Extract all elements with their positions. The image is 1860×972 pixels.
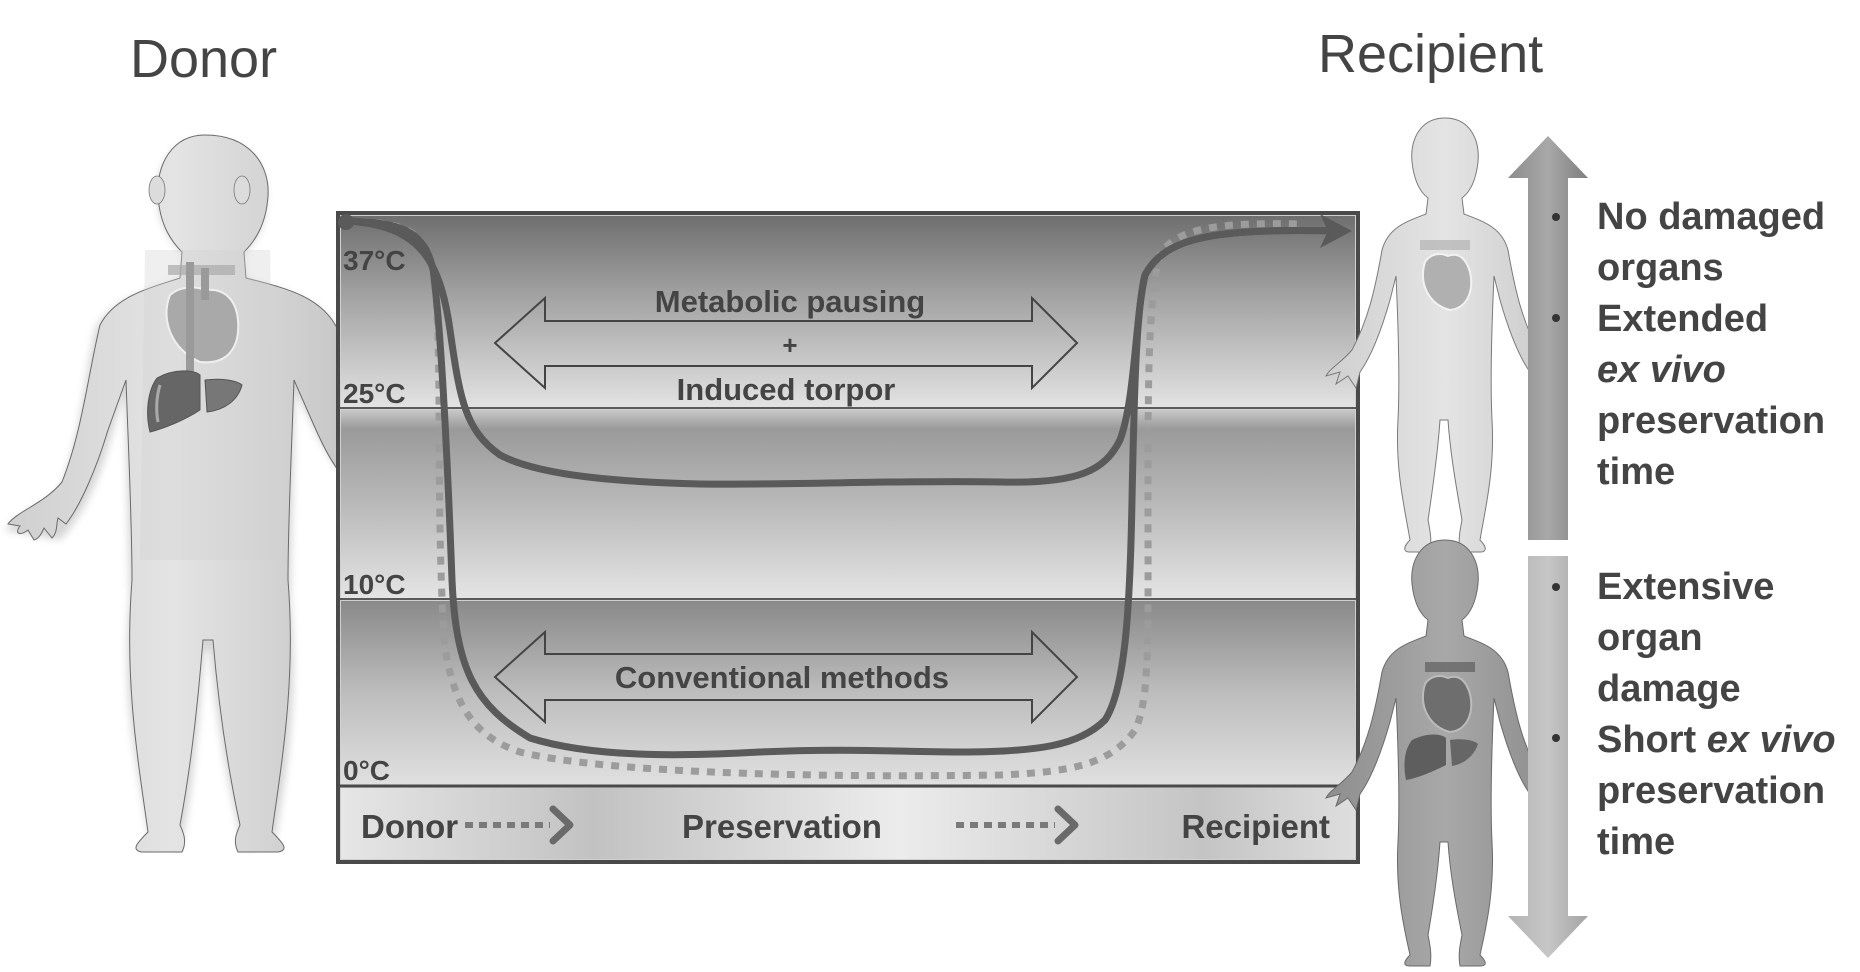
outcome-text-line: time	[1597, 447, 1825, 498]
bullet-dot	[1552, 583, 1560, 591]
good-outcome-item: Extended ex vivo preservation time	[1597, 294, 1825, 498]
bad-outcome-item: Extensive organ damage	[1597, 562, 1836, 715]
bullet-dot	[1552, 734, 1560, 742]
up-arrow-icon	[1508, 136, 1588, 540]
text: Extensive	[1597, 566, 1775, 608]
timeline-arrow-1	[465, 805, 574, 845]
bullet-dot	[1552, 314, 1560, 322]
timeline-arrow-2	[956, 805, 1079, 845]
text: Extended	[1597, 298, 1769, 340]
outcome-text-line: Short ex vivo	[1597, 715, 1836, 766]
band-25-10	[341, 410, 1355, 598]
timeline-middle-label: Preservation	[682, 808, 882, 845]
curve-start-dot	[338, 214, 354, 230]
recipient-healthy-heart-icon	[1422, 253, 1473, 312]
bullet-dot	[1552, 213, 1560, 221]
outcome-text-line: Extensive	[1597, 562, 1836, 613]
text: No damaged	[1597, 196, 1826, 238]
upper-band-label-line2: +	[782, 330, 797, 360]
upper-band-label-line3: Induced torpor	[677, 372, 896, 407]
upper-double-arrow	[493, 295, 1079, 391]
down-arrow-icon	[1508, 556, 1588, 958]
outcome-text-line: damage	[1597, 664, 1836, 715]
dotted-conventional-curve	[343, 217, 1301, 780]
recipient-damaged-body-figure	[1325, 539, 1565, 967]
outcome-text-line: Extended	[1597, 294, 1825, 345]
outcome-text-line: organ	[1597, 613, 1836, 664]
text: time	[1597, 451, 1676, 493]
temp-label-25: 25°C	[343, 378, 406, 409]
curve-end-arrowhead-icon	[1320, 214, 1352, 248]
outcome-text-line: preservation	[1597, 396, 1825, 447]
good-outcome-item: No damaged organs	[1597, 192, 1825, 294]
donor-title: Donor	[130, 29, 278, 89]
band-10-0	[341, 601, 1355, 785]
temp-label-37: 37°C	[343, 245, 406, 276]
text: preservation	[1597, 400, 1826, 442]
text: organs	[1597, 247, 1724, 289]
text: time	[1597, 821, 1676, 863]
outcome-text-line: organs	[1597, 243, 1825, 294]
timeline-start-label: Donor	[361, 808, 458, 845]
donor-heart-icon	[165, 262, 240, 380]
outcome-text-line: preservation	[1597, 766, 1836, 817]
italic-text: ex vivo	[1597, 349, 1726, 391]
text: damage	[1597, 668, 1741, 710]
outcome-text-line: ex vivo	[1597, 345, 1825, 396]
text: organ	[1597, 617, 1703, 659]
donor-body-figure	[5, 134, 339, 853]
timeline-end-label: Recipient	[1181, 808, 1330, 845]
temp-label-10: 10°C	[343, 569, 406, 600]
outcome-text-line: time	[1597, 817, 1836, 868]
temp-label-0: 0°C	[343, 755, 390, 786]
lower-double-arrow	[493, 629, 1079, 725]
donor-liver-icon	[147, 370, 243, 433]
text: Short	[1597, 719, 1707, 761]
recipient-title: Recipient	[1318, 24, 1544, 84]
torpor-solid-curve	[343, 217, 1341, 488]
text: preservation	[1597, 770, 1826, 812]
recipient-damaged-heart-icon	[1422, 675, 1473, 734]
outcome-text-line: No damaged	[1597, 192, 1825, 243]
italic-text: ex vivo	[1706, 719, 1836, 761]
upper-band-label-line1: Metabolic pausing	[655, 284, 925, 319]
band-37-25	[341, 216, 1355, 407]
recipient-damaged-liver-icon	[1404, 734, 1446, 780]
lower-band-label: Conventional methods	[615, 660, 949, 695]
